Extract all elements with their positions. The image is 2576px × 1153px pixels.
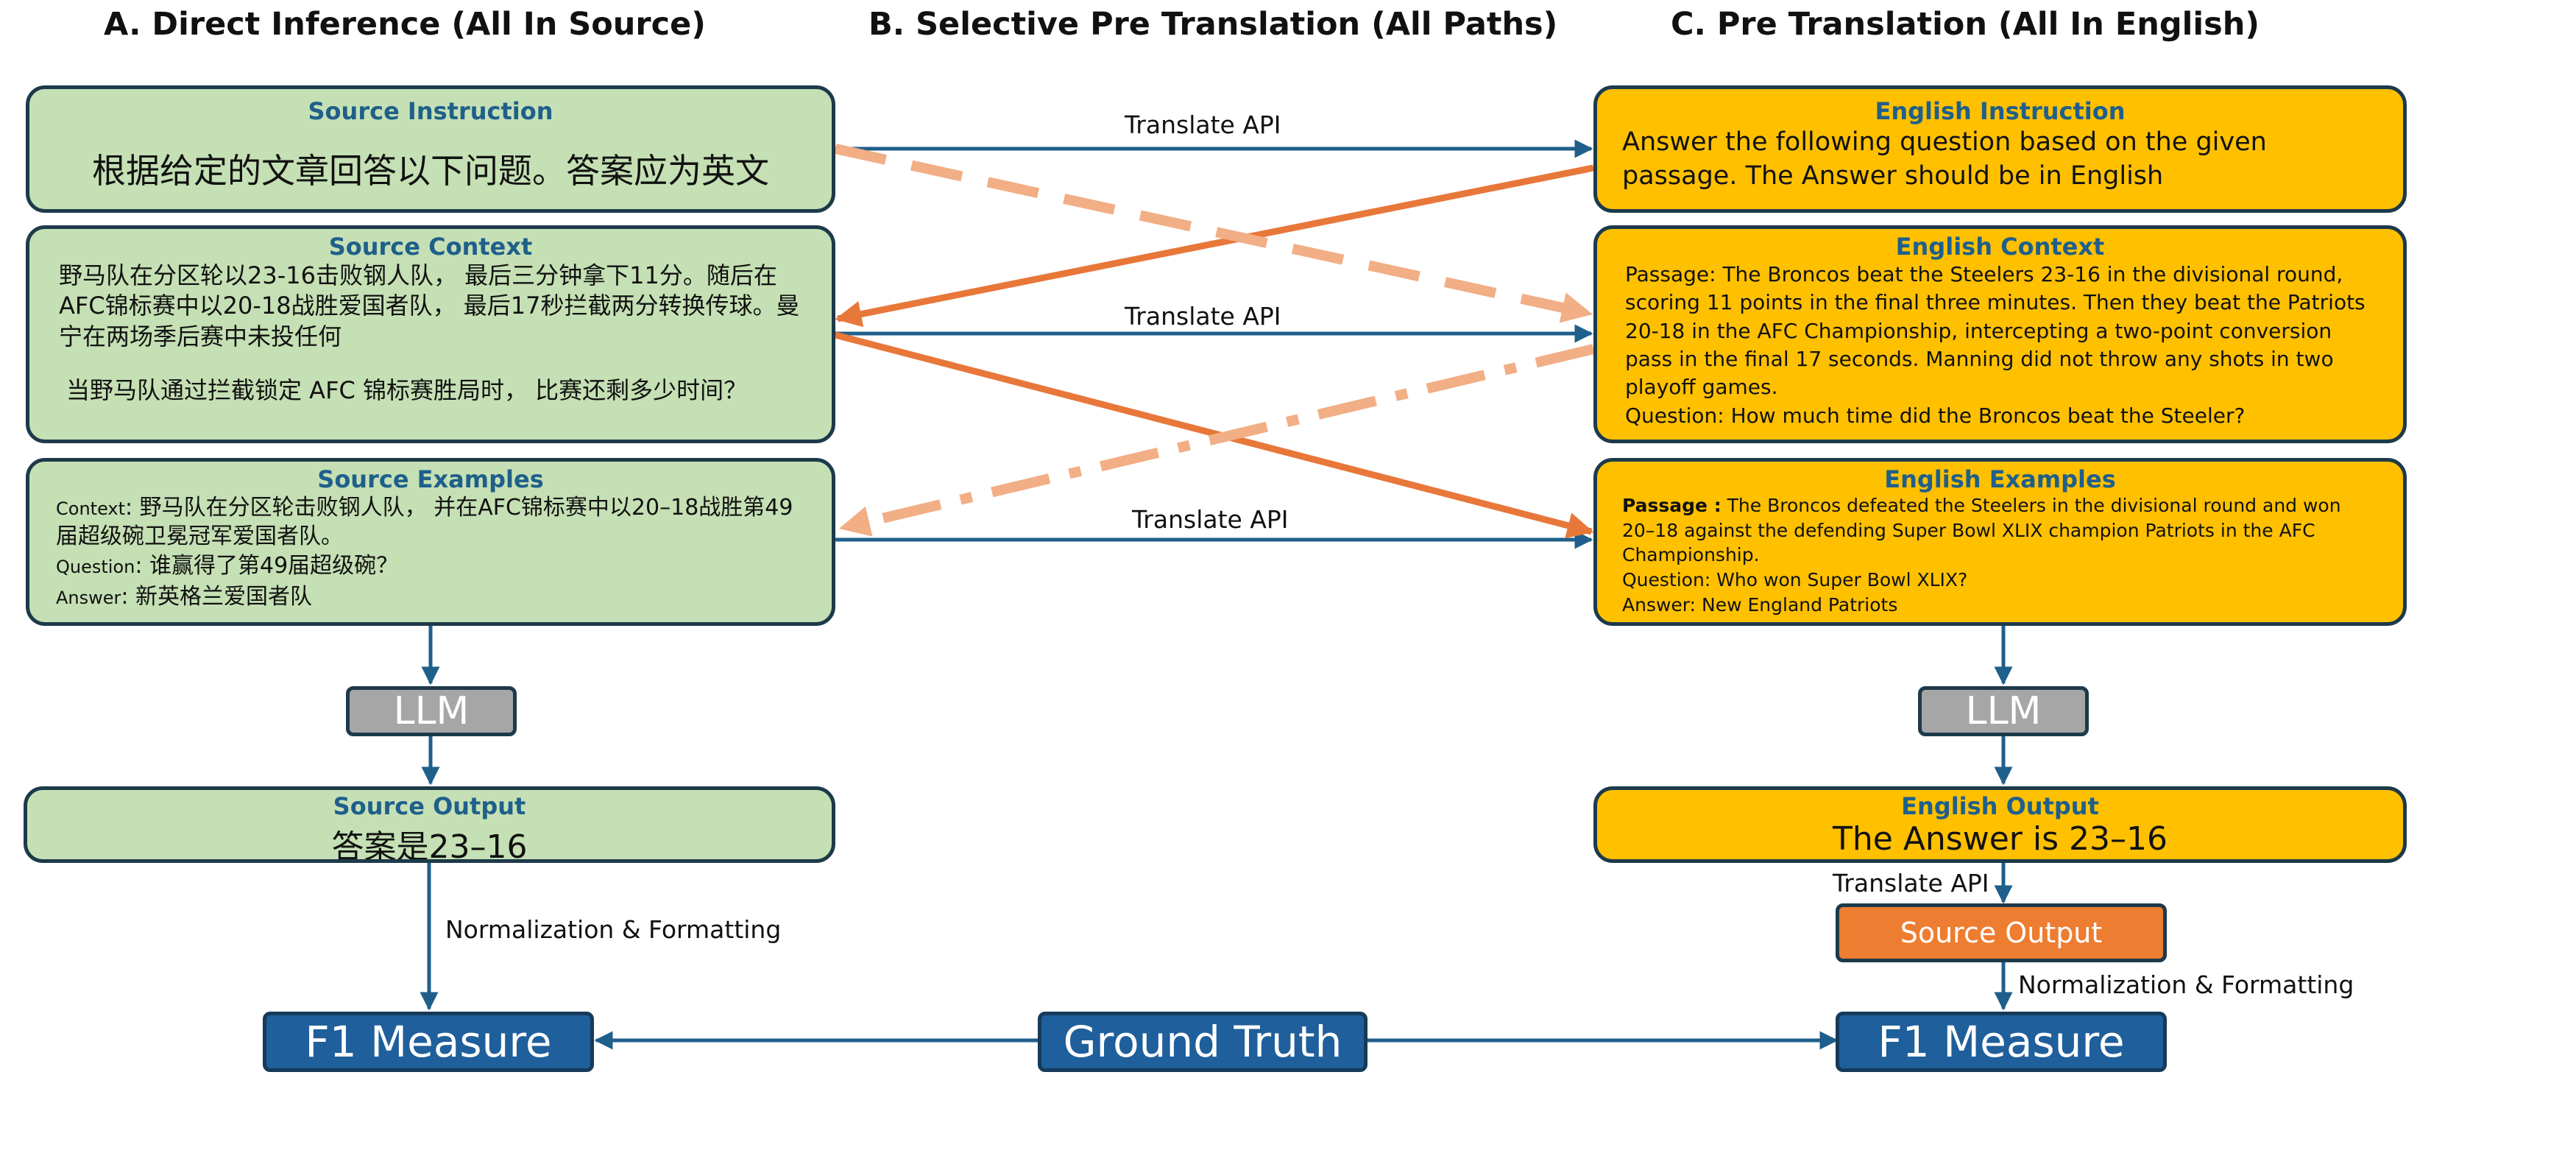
english-context-title: English Context — [1895, 233, 2105, 261]
source-output-text: 答案是23–16 — [331, 828, 528, 863]
source-examples-answer: Answer: 新英格兰爱国者队 — [56, 582, 805, 613]
llm-box-c: LLM — [1918, 686, 2089, 736]
english-context-question: Question: How much time did the Broncos … — [1625, 403, 2246, 428]
source-output-box-c: Source Output — [1836, 903, 2167, 962]
english-context-text: Passage: The Broncos beat the Steelers 2… — [1625, 261, 2366, 400]
english-output-title: English Output — [1901, 792, 2099, 820]
translate-api-label-instruction: Translate API — [1125, 110, 1281, 139]
arrow-english-instruction-to-source-context — [835, 164, 1594, 328]
english-examples-box: English Examples Passage : The Broncos d… — [1593, 458, 2407, 626]
answer-tag: Answer — [56, 587, 121, 608]
translate-api-label-output: Translate API — [1833, 869, 1989, 898]
context-text: : 野马队在分区轮击败钢人队， 并在AFC锦标赛中以20–18战胜第49届超级碗… — [56, 494, 793, 549]
source-context-title: Source Context — [328, 233, 533, 261]
heading-pre-translation: C. Pre Translation (All In English) — [1671, 6, 2260, 43]
english-examples-title: English Examples — [1884, 465, 2116, 493]
arrow-source-context-to-english-examples — [834, 331, 1594, 539]
source-context-question: 当野马队通过拦截锁定 AFC 锦标赛胜局时， 比赛还剩多少时间？ — [66, 375, 748, 404]
source-instruction-text: 根据给定的文章回答以下问题。答案应为英文 — [92, 150, 769, 191]
passage-text: The Broncos defeated the Steelers in the… — [1622, 494, 2341, 566]
translate-api-label-context: Translate API — [1125, 302, 1281, 331]
llm-box-a: LLM — [346, 686, 517, 736]
f1-measure-a: F1 Measure — [263, 1012, 594, 1072]
context-tag: Context — [56, 498, 126, 519]
english-instruction-text: Answer the following question based on t… — [1622, 127, 2267, 191]
english-instruction-box: English Instruction Answer the following… — [1593, 85, 2407, 213]
heading-selective-pre-translation: B. Selective Pre Translation (All Paths) — [868, 6, 1558, 43]
arrow-source-instruction-to-english-context — [834, 144, 1593, 323]
source-examples-box: Source Examples Context: 野马队在分区轮击败钢人队， 并… — [26, 458, 835, 626]
normalization-label-a: Normalization & Formatting — [445, 915, 782, 944]
english-examples-question: Question: Who won Super Bowl XLIX? — [1622, 569, 1968, 591]
translate-api-label-examples: Translate API — [1132, 505, 1289, 534]
source-examples-question: Question: 谁赢得了第49届超级碗？ — [56, 551, 805, 582]
source-output-title: Source Output — [333, 792, 526, 820]
answer-text: : 新英格兰爱国者队 — [121, 583, 313, 610]
normalization-label-c: Normalization & Formatting — [2018, 970, 2354, 999]
source-instruction-box: Source Instruction 根据给定的文章回答以下问题。答案应为英文 — [26, 85, 835, 213]
source-output-box: Source Output 答案是23–16 — [24, 786, 835, 863]
source-examples-context: Context: 野马队在分区轮击败钢人队， 并在AFC锦标赛中以20–18战胜… — [56, 493, 805, 551]
question-text: : 谁赢得了第49届超级碗？ — [135, 552, 399, 579]
f1-measure-c: F1 Measure — [1836, 1012, 2167, 1072]
source-context-text: 野马队在分区轮以23-16击败钢人队， 最后三分钟拿下11分。随后在AFC锦标赛… — [59, 261, 800, 350]
english-output-box: English Output The Answer is 23–16 — [1593, 786, 2407, 863]
english-examples-passage: Passage : The Broncos defeated the Steel… — [1622, 493, 2378, 568]
passage-tag: Passage : — [1622, 494, 1722, 516]
english-examples-answer: Answer: New England Patriots — [1622, 593, 1898, 616]
question-tag: Question — [56, 556, 135, 577]
arrow-english-context-to-source-examples — [838, 344, 1595, 537]
source-context-box: Source Context 野马队在分区轮以23-16击败钢人队， 最后三分钟… — [26, 225, 835, 443]
english-context-box: English Context Passage: The Broncos bea… — [1593, 225, 2407, 443]
english-instruction-title: English Instruction — [1875, 97, 2126, 125]
source-instruction-title: Source Instruction — [308, 97, 553, 125]
english-output-text: The Answer is 23–16 — [1833, 819, 2168, 858]
heading-direct-inference: A. Direct Inference (All In Source) — [104, 6, 706, 43]
ground-truth-box: Ground Truth — [1038, 1012, 1367, 1072]
source-examples-title: Source Examples — [317, 465, 544, 493]
